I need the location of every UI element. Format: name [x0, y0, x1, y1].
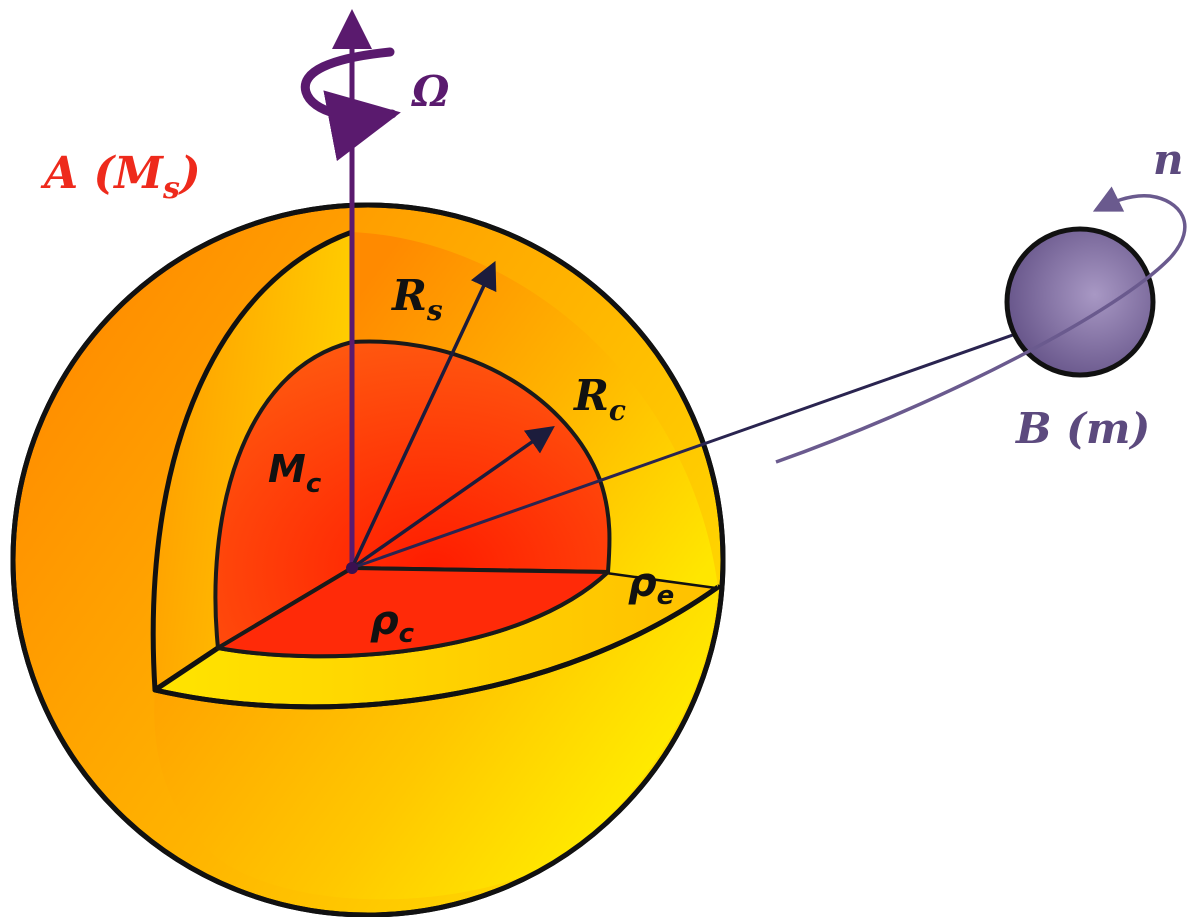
- orbit-n-label: n: [1153, 135, 1184, 184]
- omega-label: Ω: [411, 67, 450, 116]
- rotation-arrow-icon: [305, 52, 392, 117]
- star-label: A (Ms): [40, 148, 201, 206]
- companion-label: B (m): [1015, 404, 1150, 453]
- center-point: [346, 562, 358, 574]
